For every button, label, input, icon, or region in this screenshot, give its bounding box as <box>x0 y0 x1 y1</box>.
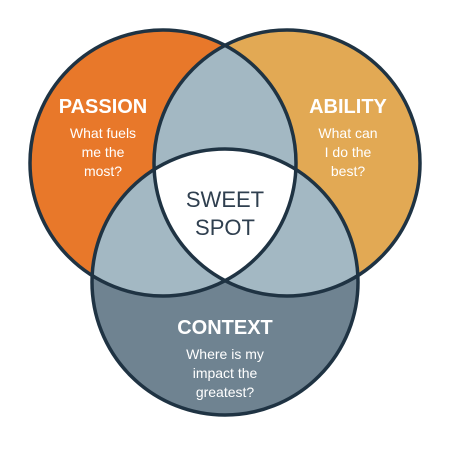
ability-desc-line-1: What can <box>318 125 377 141</box>
passion-title: PASSION <box>59 96 148 118</box>
circle-outlines <box>28 28 422 417</box>
sweet-spot-line-2: SPOT <box>195 215 255 240</box>
passion-desc-line-3: most? <box>84 163 122 179</box>
ability-title: ABILITY <box>309 96 387 118</box>
sweet-spot-line-1: SWEET <box>186 187 264 212</box>
context-desc-line-2: impact the <box>193 365 258 381</box>
context-title: CONTEXT <box>177 317 273 339</box>
passion-desc-line-2: me the <box>82 144 125 160</box>
passion-desc-line-1: What fuels <box>70 125 136 141</box>
ability-desc-line-3: best? <box>331 163 365 179</box>
ability-desc-line-2: I do the <box>325 144 372 160</box>
context-desc-line-3: greatest? <box>196 384 255 400</box>
context-desc-line-1: Where is my <box>186 346 264 362</box>
